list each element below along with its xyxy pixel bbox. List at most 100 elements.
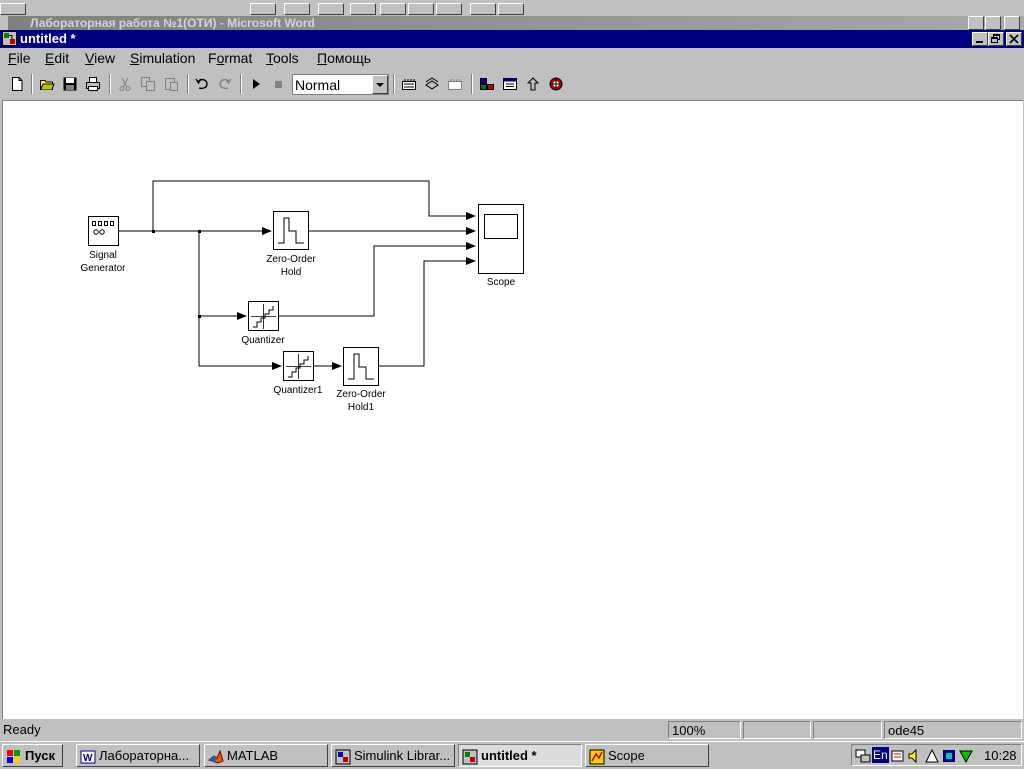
debugger-button[interactable]	[545, 73, 567, 95]
background-toolbar-button	[284, 3, 310, 15]
build-icon	[402, 79, 416, 90]
close-button[interactable]	[1006, 32, 1022, 46]
menu-view[interactable]: View	[85, 49, 115, 67]
word-icon: W	[80, 750, 96, 764]
branch-point	[152, 230, 155, 233]
play-icon	[253, 79, 260, 89]
task-button-simulink-library[interactable]: Simulink Librar...	[331, 744, 455, 767]
branch-point	[198, 315, 201, 318]
task-button-untitled[interactable]: untitled *	[458, 744, 582, 767]
menu-help-accel: П	[317, 50, 328, 66]
quantizer-staircase-icon	[251, 304, 276, 329]
up-arrow-icon	[526, 77, 540, 91]
simulation-mode-dropdown-button[interactable]	[372, 75, 388, 94]
model-explorer-button[interactable]	[499, 73, 521, 95]
quantizer1-block[interactable]	[283, 351, 314, 381]
start-button[interactable]: Пуск	[2, 744, 63, 767]
new-model-button[interactable]	[6, 73, 28, 95]
background-close-button[interactable]	[1004, 16, 1020, 30]
menu-format[interactable]: Format	[208, 49, 252, 67]
signal-line[interactable]	[152, 180, 476, 231]
toolbar-separator	[31, 74, 33, 94]
menu-edit[interactable]: Edit	[45, 49, 69, 67]
tray-app-icon[interactable]	[941, 748, 957, 764]
background-minimize-button[interactable]	[968, 16, 984, 30]
zero-order-hold-block[interactable]	[273, 211, 309, 250]
background-toolbar-button	[380, 3, 406, 15]
menu-help-rest: омощь	[327, 50, 372, 66]
background-toolbar-button	[498, 3, 524, 15]
menu-tools-accel: T	[266, 50, 273, 66]
cut-button[interactable]	[114, 73, 136, 95]
copy-button[interactable]	[137, 73, 159, 95]
stop-simulation-button[interactable]	[268, 73, 290, 95]
start-label: Пуск	[25, 748, 55, 763]
close-icon	[1009, 34, 1019, 44]
matlab-figure-icon	[589, 749, 605, 765]
signal-line[interactable]	[379, 257, 476, 367]
restore-button[interactable]	[988, 32, 1004, 46]
scope-block[interactable]	[478, 204, 524, 274]
background-toolbar-button	[408, 3, 434, 15]
build-subsystem-button[interactable]	[444, 73, 466, 95]
quantizer-label: Quantizer	[241, 335, 285, 346]
build-model-button[interactable]	[398, 73, 420, 95]
menu-file-rest: ile	[16, 50, 31, 66]
simulink-model-icon[interactable]	[2, 31, 17, 46]
scope-screen-icon	[484, 214, 518, 239]
zero-order-hold1-label: Zero-Order Hold1	[336, 389, 386, 413]
model-canvas[interactable]: Signal Generator Zero-Order Hold Quantiz…	[2, 100, 1023, 719]
print-button[interactable]	[82, 73, 104, 95]
start-simulation-button[interactable]	[245, 73, 267, 95]
signal-line[interactable]	[279, 242, 476, 317]
undo-button[interactable]	[191, 73, 213, 95]
window-title: untitled *	[20, 31, 76, 46]
quantizer-block[interactable]	[248, 301, 279, 331]
paste-button[interactable]	[160, 73, 182, 95]
stop-icon	[275, 81, 282, 88]
speaker-icon[interactable]	[907, 748, 923, 764]
tray-app-icon[interactable]	[924, 748, 940, 764]
redo-button[interactable]	[214, 73, 236, 95]
network-icon[interactable]	[855, 748, 871, 764]
simulation-mode-select[interactable]: Normal	[292, 74, 389, 95]
save-button[interactable]	[59, 73, 81, 95]
signal-lines	[119, 180, 476, 370]
solver-name: ode45	[884, 721, 1022, 739]
new-document-icon	[12, 77, 23, 91]
chevron-down-icon	[376, 83, 384, 87]
signal-line[interactable]	[198, 231, 282, 370]
language-indicator[interactable]: En	[872, 747, 889, 763]
open-button[interactable]	[36, 73, 58, 95]
go-to-parent-button[interactable]	[522, 73, 544, 95]
update-diagram-button[interactable]	[421, 73, 443, 95]
background-window-titlebar[interactable]: Лабораторная работа №1(ОТИ) - Microsoft …	[8, 16, 1024, 30]
explorer-icon	[503, 78, 517, 90]
copy-icon	[141, 77, 155, 91]
background-maximize-button[interactable]	[985, 16, 1001, 30]
task-button-scope[interactable]: Scope	[585, 744, 709, 767]
library-icon	[480, 78, 494, 90]
printer-icon	[86, 77, 100, 91]
toolbar-separator	[240, 74, 242, 94]
window-titlebar[interactable]: untitled *	[0, 30, 1024, 48]
tray-app-icon[interactable]	[890, 748, 906, 764]
tray-app-icon[interactable]	[958, 748, 974, 764]
library-browser-button[interactable]	[476, 73, 498, 95]
menu-tools[interactable]: Tools	[266, 49, 299, 67]
signal-generator-block[interactable]	[88, 216, 119, 246]
menu-file[interactable]: File	[8, 49, 31, 67]
minimize-button[interactable]	[972, 32, 988, 46]
undo-icon	[195, 78, 208, 90]
zoom-level: 100%	[668, 721, 741, 739]
background-window-title: Лабораторная работа №1(ОТИ) - Microsoft …	[30, 16, 315, 30]
menu-simulation[interactable]: Simulation	[130, 49, 195, 67]
menu-help[interactable]: Помощь	[317, 49, 371, 67]
task-label: Simulink Librar...	[354, 748, 451, 763]
zero-order-hold1-block[interactable]	[343, 347, 379, 386]
zero-order-hold-label: Zero-Order Hold	[266, 254, 316, 278]
matlab-icon	[208, 749, 224, 764]
status-text: Ready	[3, 722, 41, 737]
task-button-matlab[interactable]: MATLAB	[204, 744, 328, 767]
